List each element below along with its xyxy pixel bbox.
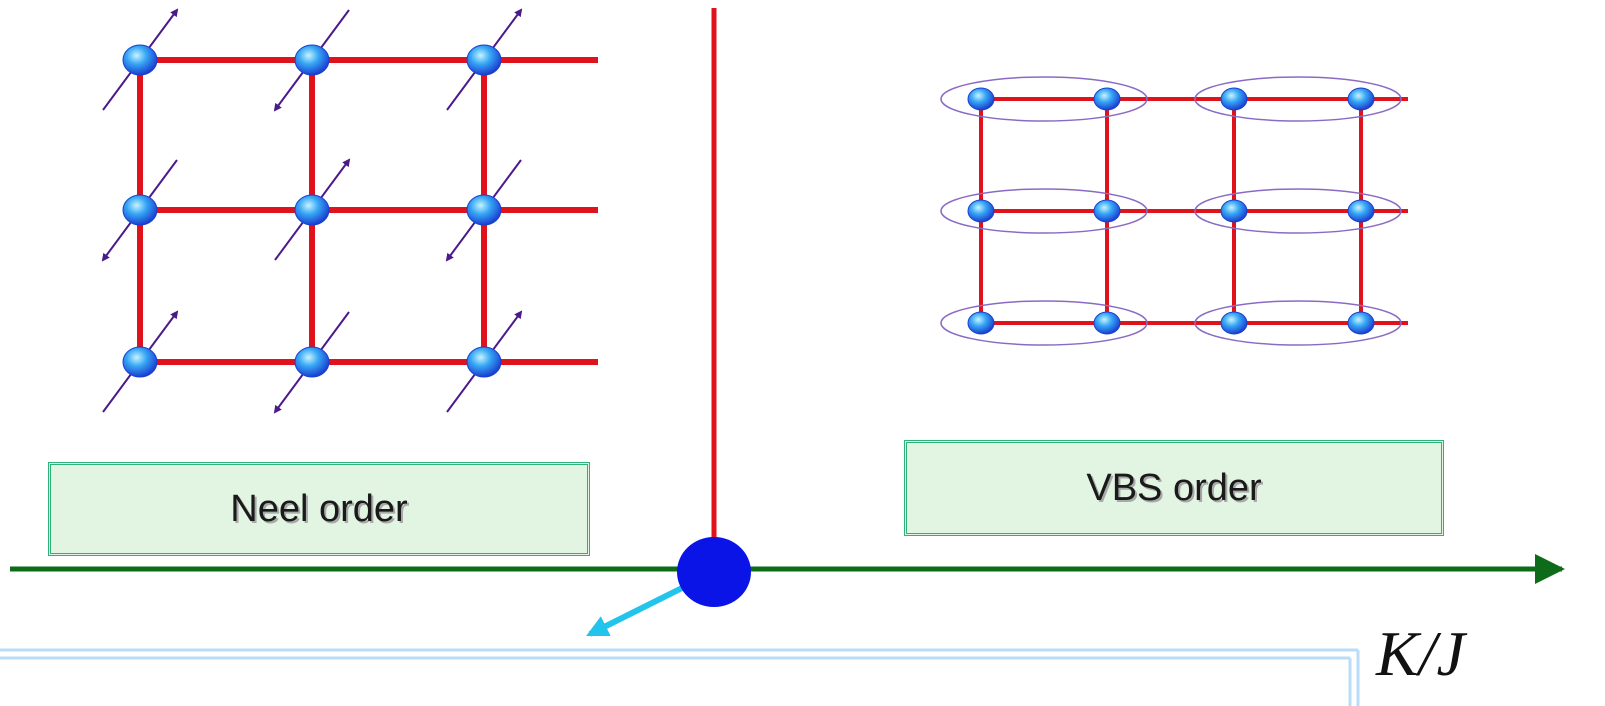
bottom-panel-frame [0,648,1360,706]
lattice-site-icon [294,346,330,378]
lattice-site-icon [1220,311,1248,335]
lattice-site-icon [122,346,158,378]
valence-bond-ellipse [1194,188,1402,234]
neel-lattice [101,8,598,414]
critical-point [677,537,751,607]
valence-bond-ellipse [1194,300,1402,346]
lattice-site-icon [1220,199,1248,223]
valence-bond-ellipse [1194,76,1402,122]
lattice-site-icon [1093,311,1121,335]
lattice-site-icon [122,44,158,76]
axis-label-k-over-j: K/J [1376,618,1465,689]
lattice-site-icon [967,311,995,335]
lattice-site-icon [466,346,502,378]
lattice-site-icon [294,44,330,76]
lattice-site-icon [967,87,995,111]
lattice-site-icon [1347,199,1375,223]
neel-order-label: Neel order [48,462,590,556]
vbs-order-label: VBS order [904,440,1444,536]
lattice-site-icon [122,194,158,226]
lattice-site-icon [1347,311,1375,335]
lattice-site-icon [1093,199,1121,223]
valence-bond-ellipse [940,76,1148,122]
valence-bond-ellipse [940,300,1148,346]
lattice-site-icon [466,44,502,76]
valence-bond-ellipse [940,188,1148,234]
lattice-site-icon [1093,87,1121,111]
lattice-site-icon [1347,87,1375,111]
critical-point-arrow [586,584,686,637]
lattice-site-icon [1220,87,1248,111]
vbs-lattice [940,76,1408,346]
lattice-site-icon [967,199,995,223]
lattice-site-icon [466,194,502,226]
lattice-site-icon [294,194,330,226]
